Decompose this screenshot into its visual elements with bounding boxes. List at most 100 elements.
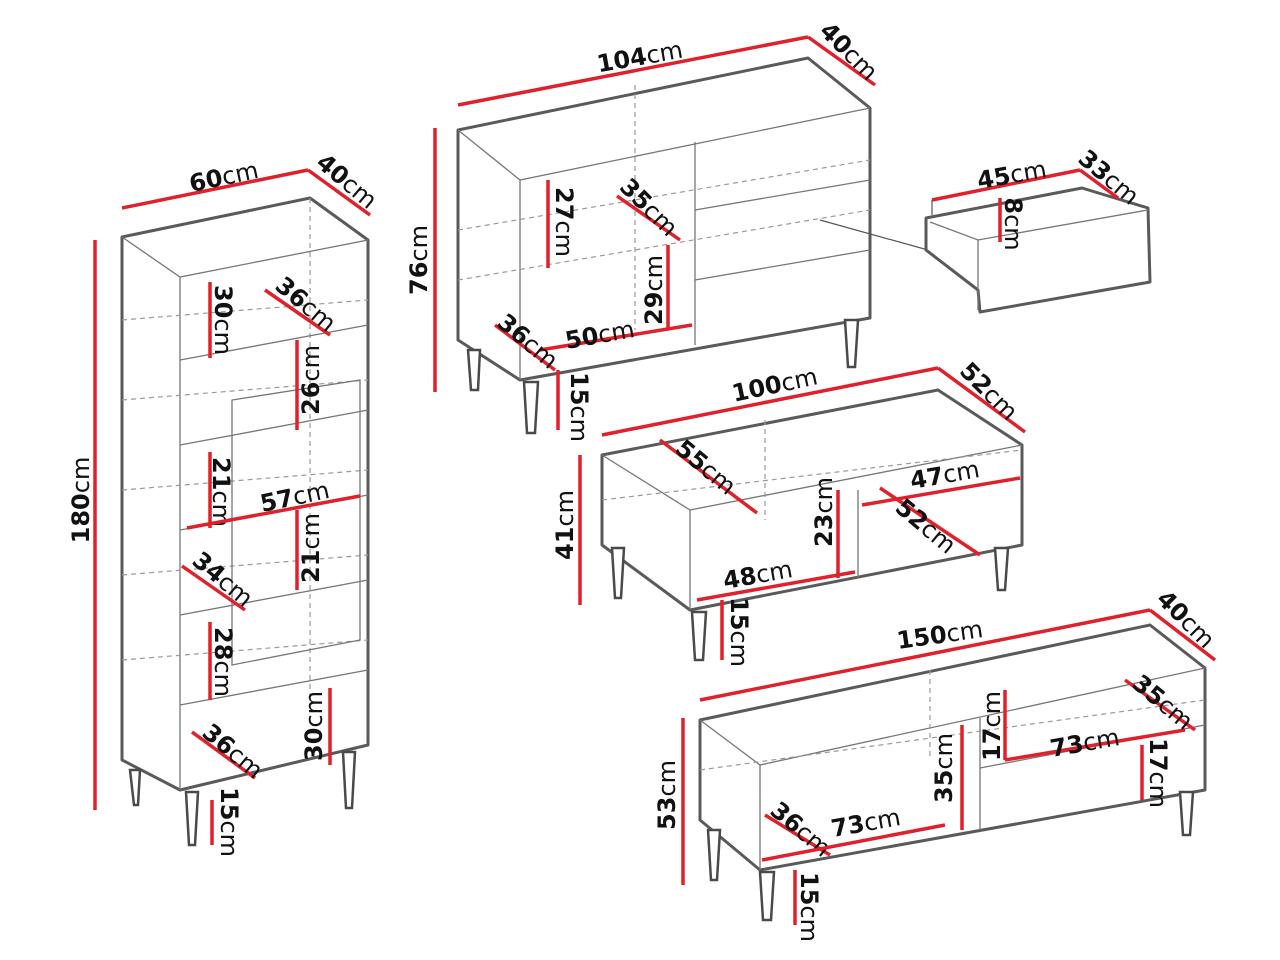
dimension-unit: cm — [1144, 771, 1172, 808]
tall-cabinet-dimension-label: 15cm — [215, 787, 243, 857]
dimension-unit: cm — [941, 455, 982, 489]
dimension-value: 41 — [551, 527, 579, 560]
dimension-unit: cm — [1008, 155, 1049, 189]
tv-stand-dimension-line — [1004, 728, 1186, 762]
tv-stand-dimension-line — [1123, 678, 1197, 732]
tv-stand-dimension-line — [1148, 608, 1217, 662]
tall-cabinet-dimension-line — [186, 494, 361, 530]
dimension-unit: cm — [209, 318, 237, 355]
tall-cabinet-dimension-line — [264, 288, 331, 337]
dimension-value: 26 — [297, 382, 325, 415]
tv-stand-dimension-label: 17cm — [978, 691, 1006, 761]
coffee-table-dimension-label: 47cm — [908, 455, 982, 495]
drawer-dimension-line — [1078, 168, 1120, 200]
sideboard-dimension-line — [806, 35, 877, 87]
dimension-value: 21 — [207, 457, 235, 490]
dimension-unit: cm — [795, 905, 823, 942]
coffee-table-dimension-label: 15cm — [725, 597, 753, 667]
tall-cabinet-dimension-label: 30cm — [300, 691, 328, 761]
tv-stand-dimension-line — [761, 823, 946, 862]
dimension-value: 53 — [653, 797, 681, 830]
dimension-value: 30 — [300, 728, 328, 761]
tall-cabinet-dimension-line — [121, 168, 309, 210]
dimension-value: 21 — [297, 550, 325, 583]
sideboard-dimension-label: 27cm — [550, 187, 578, 257]
tall-cabinet-dimension-line — [306, 168, 372, 217]
sideboard-dimension-label: 50cm — [563, 315, 637, 355]
dimension-value: 17 — [1144, 738, 1172, 771]
tall-cabinet-dimension-label: 57cm — [258, 476, 332, 518]
dimension-unit: cm — [725, 630, 753, 667]
dimension-value: 104 — [595, 42, 649, 78]
dimension-unit: cm — [945, 615, 985, 648]
tall-cabinet-dimension-label: 30cm — [209, 285, 237, 355]
dimension-unit: cm — [551, 490, 579, 527]
coffee-table-dimension-line — [658, 438, 759, 515]
dimension-unit: cm — [219, 156, 261, 191]
dimension-unit: cm — [550, 220, 578, 257]
tv-stand-dimension-line — [699, 608, 1151, 702]
dimension-unit: cm — [640, 255, 668, 292]
tv-stand-dimension-label: 73cm — [829, 803, 903, 843]
dimension-value: 15 — [725, 597, 753, 630]
sideboard-dimension-label: 15cm — [565, 372, 593, 442]
dimension-value: 15 — [795, 872, 823, 905]
sideboard-dimension-line — [457, 35, 809, 107]
drawer-dimension-label: 8cm — [999, 197, 1027, 250]
sideboard-dimension-label: 104cm — [595, 36, 685, 79]
tv-stand-dimension-label: 35cm — [930, 733, 958, 803]
sideboard-dimension-label: 76cm — [405, 225, 433, 295]
dimension-unit: cm — [297, 345, 325, 382]
coffee-table-dimension-label: 48cm — [721, 555, 795, 595]
dimension-value: 76 — [405, 262, 433, 295]
dimension-value: 60 — [187, 164, 225, 198]
dimension-unit: cm — [209, 660, 237, 697]
dimension-unit: cm — [999, 214, 1027, 251]
tall-cabinet — [120, 196, 370, 847]
tall-cabinet-dimension-label: 28cm — [209, 627, 237, 697]
dimension-unit: cm — [930, 733, 958, 770]
tall-cabinet-dimension-line — [180, 564, 247, 612]
coffee-table-dimension-label: 100cm — [729, 362, 820, 407]
coffee-table-dimension-line — [696, 570, 856, 602]
dimension-unit: cm — [978, 691, 1006, 728]
tall-cabinet-dimension-label: 26cm — [297, 345, 325, 415]
dimension-unit: cm — [1081, 723, 1122, 757]
dimension-unit: cm — [297, 513, 325, 550]
dimension-value: 180 — [67, 493, 95, 543]
sideboard — [456, 56, 929, 435]
dimension-unit: cm — [300, 691, 328, 728]
drawer-dimension-label: 45cm — [975, 155, 1049, 195]
coffee-table-dimension-label: 23cm — [810, 477, 838, 547]
dimension-value: 45 — [975, 162, 1013, 195]
dimension-value: 29 — [640, 292, 668, 325]
dimension-value: 50 — [563, 322, 601, 355]
coffee-table-dimension-label: 41cm — [551, 490, 579, 560]
dimension-unit: cm — [862, 803, 903, 837]
sideboard-dimension-line — [493, 323, 557, 372]
drawer-dimension-line — [931, 168, 1081, 202]
dimension-unit: cm — [754, 555, 795, 589]
dimension-value: 28 — [209, 627, 237, 660]
tall-cabinet-dimension-label: 21cm — [207, 457, 235, 527]
coffee-table-dimension-line — [936, 366, 1027, 434]
drawer — [924, 186, 1152, 314]
dimension-value: 23 — [810, 514, 838, 547]
dimension-value: 27 — [550, 187, 578, 220]
dimension-value: 35 — [930, 770, 958, 803]
coffee-table — [600, 388, 1024, 662]
tall-cabinet-dimension-label: 180cm — [67, 457, 95, 544]
tv-stand-dimension-label: 53cm — [653, 760, 681, 830]
dimension-unit: cm — [215, 820, 243, 857]
dimension-value: 73 — [1048, 730, 1086, 763]
tall-cabinet-dimension-label: 60cm — [187, 156, 261, 198]
dimension-value: 73 — [829, 810, 867, 843]
dimension-value: 15 — [215, 787, 243, 820]
coffee-table-dimension-line — [879, 486, 981, 557]
dimension-value: 15 — [565, 372, 593, 405]
dimension-unit: cm — [644, 36, 685, 70]
coffee-table-dimension-line — [861, 476, 1021, 507]
dimension-unit: cm — [810, 477, 838, 514]
dimension-value: 150 — [895, 620, 949, 655]
